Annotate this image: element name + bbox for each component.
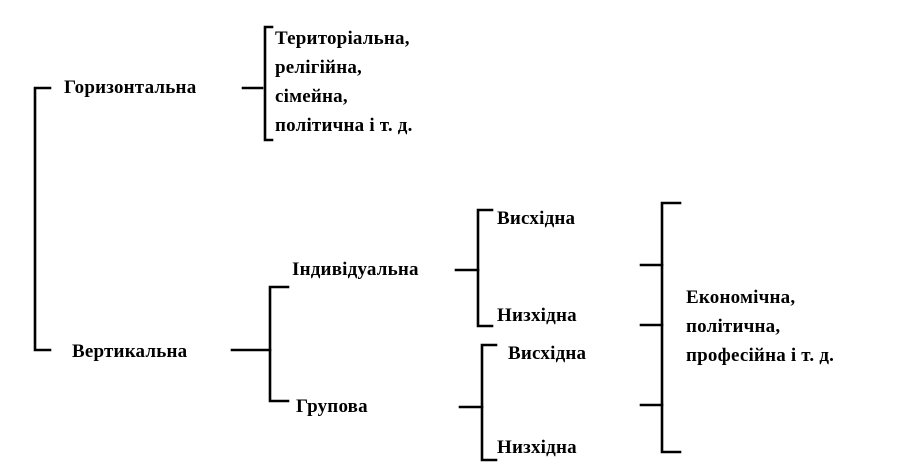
vertical-type-political: політична,	[686, 316, 781, 337]
node-group: Групова	[296, 396, 368, 417]
horizontal-types-bracket	[263, 25, 274, 142]
node-horizontal: Горизонтальна	[64, 77, 197, 98]
horizontal-types-list: Територіальна, релігійна, сімейна, політ…	[275, 24, 413, 140]
node-individual-upward: Висхідна	[497, 208, 576, 229]
individual-bracket	[476, 208, 494, 328]
vertical-split-bracket	[268, 285, 290, 403]
node-group-downward: Низхідна	[497, 437, 577, 458]
vertical-type-economic: Економічна,	[686, 287, 796, 308]
node-individual-downward: Низхідна	[497, 305, 577, 326]
horizontal-type-family: сімейна,	[275, 86, 348, 107]
horizontal-type-political: політична і т. д.	[275, 115, 413, 136]
vertical-types-bracket	[660, 201, 682, 454]
horizontal-type-territorial: Територіальна,	[275, 28, 410, 49]
vertical-type-professional: професійна і т. д.	[686, 345, 835, 366]
root-bracket	[33, 86, 52, 352]
vertical-types-list: Економічна, політична, професійна і т. д…	[686, 283, 834, 370]
horizontal-type-religious: релігійна,	[275, 57, 362, 78]
node-vertical: Вертикальна	[72, 341, 188, 362]
group-bracket	[480, 343, 498, 462]
node-individual: Індивідуальна	[292, 259, 419, 280]
node-group-upward: Висхідна	[508, 343, 587, 364]
